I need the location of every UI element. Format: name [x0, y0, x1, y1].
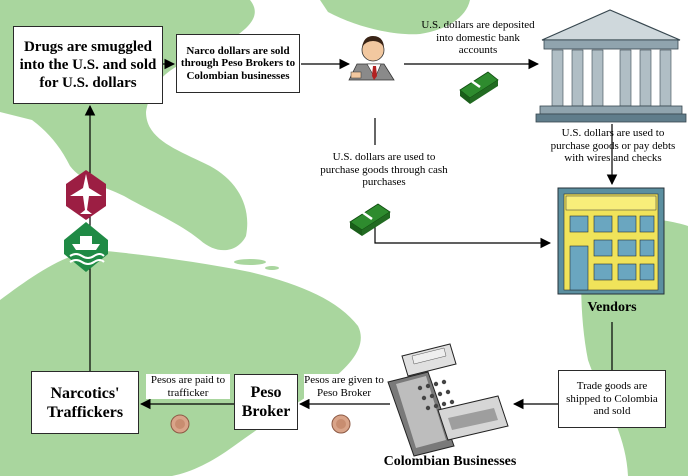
greenland-land [320, 0, 470, 35]
peso-coin-icon [331, 414, 351, 434]
deposited-label: U.S. dollars are deposited into domestic… [421, 19, 535, 56]
pesos-given-label: Pesos are given to Peso Broker [304, 374, 384, 399]
airplane-icon [66, 170, 106, 220]
trade-goods-box: Trade goods are shipped to Colombia and … [558, 370, 666, 428]
drugs-smuggled-box: Drugs are smuggled into the U.S. and sol… [13, 26, 163, 104]
colombian-businesses-label: Colombian Businesses [383, 454, 517, 469]
traffickers-box: Narcotics' Traffickers [31, 371, 139, 434]
cash-register-icon [387, 343, 509, 457]
ship-icon [64, 222, 108, 272]
narco-dollars-box: Narco dollars are sold through Peso Brok… [176, 34, 300, 93]
bank-building-icon [535, 9, 687, 123]
pesos-paid-label: Pesos are paid to trafficker [146, 374, 230, 399]
island-1 [234, 259, 266, 265]
island-2 [265, 266, 279, 270]
cash-purchases-label: U.S. dollars are used to purchase goods … [320, 151, 448, 188]
broker-man-icon [319, 36, 423, 100]
arrow-cash-to-vendors [374, 218, 552, 249]
vendor-building-icon [557, 187, 665, 295]
money-stack-icon [459, 71, 499, 104]
wires-checks-label: U.S. dollars are used to purchase goods … [550, 127, 676, 164]
peso-broker-box: Peso Broker [234, 374, 298, 430]
south-america-land [0, 250, 361, 476]
vendors-label: Vendors [587, 300, 637, 315]
peso-coin-icon [170, 414, 190, 434]
money-stack-icon [349, 203, 391, 236]
